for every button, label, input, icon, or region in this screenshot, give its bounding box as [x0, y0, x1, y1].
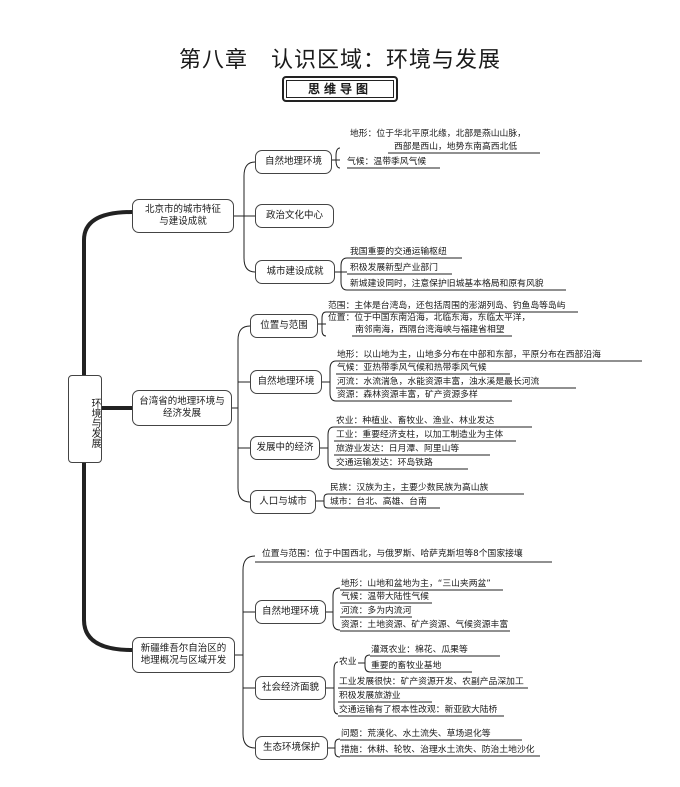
leaf-taiwan-industry: 工业：重要经济支柱，以加工制造业为主体 [336, 430, 504, 440]
node-beijing-construction-label: 城市建设成就 [266, 266, 324, 277]
leaf-xinjiang-problem: 问题：荒漠化、水土流失、草场退化等 [341, 729, 491, 739]
leaf-beijing-climate: 气候：温带季风气候 [347, 157, 427, 167]
node-xinjiang-economy-label: 社会经济面貌 [261, 682, 319, 693]
node-beijing-label: 北京市的城市特征与建设成就 [144, 204, 221, 227]
leaf-beijing-construction-3: 新城建设同时，注意保护旧城基本格局和原有风貌 [350, 279, 544, 289]
leaf-taiwan-transport: 交通运输发达：环岛铁路 [336, 458, 433, 468]
leaf-taiwan-terrain: 地形：以山地为主，山地多分布在中部和东部，平原分布在西部沿海 [337, 350, 601, 360]
node-taiwan-economy-label: 发展中的经济 [256, 442, 314, 453]
page-title: 第八章 认识区域：环境与发展 [178, 48, 501, 73]
node-taiwan-label: 台湾省的地理环境与经济发展 [139, 396, 225, 419]
leaf-taiwan-rivers: 河流：水流湍急，水能资源丰富，浊水溪是最长河流 [337, 377, 540, 387]
leaf-xinjiang-industry: 工业发展很快：矿产资源开发、农副产品深加工 [339, 677, 524, 687]
node-beijing-nature: 自然地理环境 [255, 150, 332, 174]
leaf-xinjiang-agri-2: 重要的畜牧业基地 [371, 661, 442, 671]
node-xinjiang-label: 新疆维吾尔自治区的地理概况与区域开发 [140, 643, 227, 666]
node-beijing-politics: 政治文化中心 [255, 204, 334, 228]
leaf-taiwan-scope: 范围：主体是台湾岛，还包括周围的澎湖列岛、钓鱼岛等岛屿 [328, 301, 566, 311]
node-xinjiang-ecology: 生态环境保护 [255, 736, 328, 760]
node-taiwan-economy: 发展中的经济 [250, 436, 320, 460]
node-taiwan-nature-label: 自然地理环境 [257, 376, 315, 387]
node-taiwan-population: 人口与城市 [250, 490, 316, 514]
node-taiwan-position-label: 位置与范围 [260, 320, 308, 331]
node-taiwan-population-label: 人口与城市 [259, 496, 307, 507]
leaf-beijing-construction-2: 积极发展新型产业部门 [350, 263, 438, 273]
leaf-xinjiang-agri-label: 农业 [339, 657, 357, 667]
leaf-taiwan-position-2: 南邻南海，西隔台湾海峡与福建省相望 [355, 325, 505, 335]
leaf-xinjiang-tourism: 积极发展旅游业 [339, 691, 401, 701]
leaf-xinjiang-position: 位置与范围：位于中国西北，与俄罗斯、哈萨克斯坦等8个国家接壤 [262, 549, 523, 559]
leaf-taiwan-ethnic: 民族：汉族为主，主要少数民族为高山族 [330, 483, 489, 493]
node-beijing-nature-label: 自然地理环境 [264, 156, 322, 167]
leaf-xinjiang-resources: 资源：土地资源、矿产资源、气候资源丰富 [341, 620, 509, 630]
leaf-xinjiang-climate: 气候：温带大陆性气候 [341, 592, 429, 602]
leaf-beijing-construction-1: 我国重要的交通运输枢纽 [350, 247, 447, 257]
node-taiwan-nature: 自然地理环境 [250, 370, 322, 394]
leaf-taiwan-cities: 城市：台北、高雄、台南 [330, 497, 427, 507]
node-beijing-construction: 城市建设成就 [255, 260, 335, 284]
leaf-taiwan-position-1: 位置：位于中国东南沿海，北临东海，东临太平洋， [328, 313, 531, 323]
node-taiwan: 台湾省的地理环境与经济发展 [132, 390, 232, 426]
node-taiwan-position: 位置与范围 [250, 314, 318, 338]
leaf-xinjiang-measures: 措施：休耕、轮牧、治理水土流失、防治土地沙化 [341, 745, 535, 755]
mind-map-badge: 思维导图 [282, 76, 398, 102]
root-node: 环境与发展 [68, 375, 102, 463]
leaf-beijing-terrain-1: 地形：位于华北平原北缘，北部是燕山山脉， [350, 129, 526, 139]
leaf-xinjiang-transport: 交通运输有了根本性改观：新亚欧大陆桥 [339, 705, 498, 715]
node-xinjiang-ecology-label: 生态环境保护 [262, 742, 320, 753]
node-beijing-politics-label: 政治文化中心 [265, 210, 323, 221]
leaf-beijing-terrain-2: 西部是西山，地势东南高西北低 [394, 142, 518, 152]
leaf-xinjiang-rivers: 河流：多为内流河 [341, 606, 412, 616]
node-xinjiang-nature: 自然地理环境 [255, 600, 326, 624]
leaf-xinjiang-terrain: 地形：山地和盆地为主，“三山夹两盆” [341, 579, 491, 589]
leaf-taiwan-tourism: 旅游业发达：日月潭、阿里山等 [336, 444, 460, 454]
leaf-taiwan-resources: 资源：森林资源丰富，矿产资源多样 [337, 390, 478, 400]
leaf-taiwan-agri: 农业：种植业、畜牧业、渔业、林业发达 [336, 416, 495, 426]
node-beijing: 北京市的城市特征与建设成就 [132, 199, 234, 233]
node-xinjiang-economy: 社会经济面貌 [255, 676, 326, 700]
leaf-xinjiang-agri-1: 灌溉农业：棉花、瓜果等 [371, 645, 468, 655]
node-xinjiang-nature-label: 自然地理环境 [261, 606, 319, 617]
node-xinjiang: 新疆维吾尔自治区的地理概况与区域开发 [132, 637, 235, 673]
leaf-taiwan-climate: 气候：亚热带季风气候和热带季风气候 [337, 363, 487, 373]
